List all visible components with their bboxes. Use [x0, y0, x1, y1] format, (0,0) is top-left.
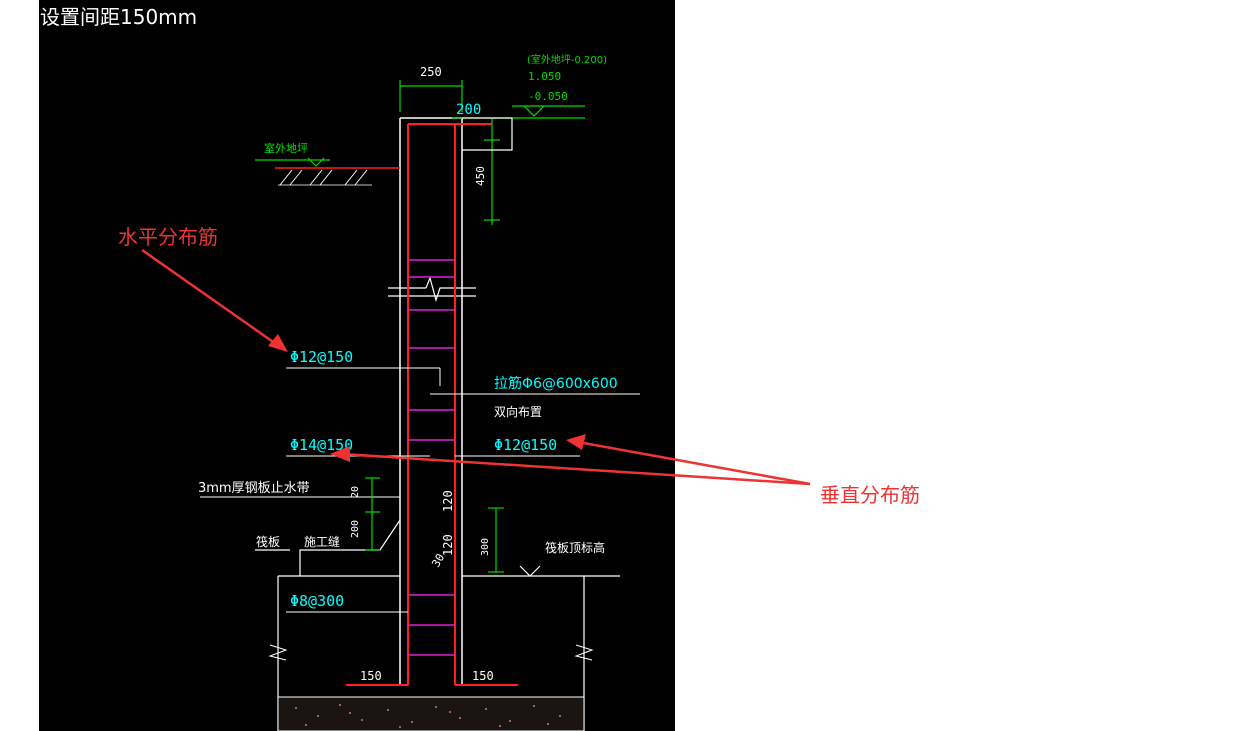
dim-small-200: 200 [350, 520, 361, 538]
dim-v: 30 [429, 552, 447, 570]
dim-top-width: 250 [420, 65, 442, 79]
label-left-vertical: Φ14@150 [290, 436, 353, 454]
concrete-speckle [295, 704, 561, 728]
concrete-base [277, 696, 585, 731]
header-text: 设置间距150mm [40, 5, 197, 29]
elev-outdoor-note: (室外地坪-0.200) [527, 53, 607, 66]
stirrups [408, 259, 455, 656]
label-right-tie-note: 双向布置 [494, 404, 542, 419]
dim-small-20: 20 [350, 486, 361, 498]
label-construction-joint: 施工缝 [304, 534, 340, 549]
label-raft: 筏板 [256, 535, 280, 549]
dim-mid-300: 300 [480, 538, 491, 556]
label-right-tie: 拉筋Φ6@600x600 [494, 375, 618, 392]
label-bottom-rebar: Φ8@300 [290, 592, 344, 610]
vertical-rebars [346, 123, 518, 686]
elev-2: -0.050 [528, 90, 568, 103]
leader-lines [200, 367, 640, 613]
outdoor-ground-label: 室外地坪 [264, 141, 308, 155]
elev-1: 1.050 [528, 70, 561, 83]
side-breaks [268, 644, 594, 661]
label-raft-top: 筏板顶标高 [545, 540, 605, 555]
annotation-horizontal-bars: 水平分布筋 [118, 225, 218, 249]
top-step [462, 117, 513, 151]
annotation-arrows [141, 248, 811, 486]
wall-outline [399, 117, 463, 685]
label-waterstop: 3mm厚钢板止水带 [198, 481, 310, 496]
dim-120-b: 120 [441, 534, 455, 556]
cad-canvas [39, 0, 675, 731]
dim-120-a: 120 [441, 490, 455, 512]
waterstop-dims [365, 477, 504, 573]
label-left-horizontal: Φ12@150 [290, 348, 353, 366]
dim-bottom-right: 150 [472, 669, 494, 683]
annotation-vertical-bars: 垂直分布筋 [820, 483, 920, 507]
dim-top-height: 450 [474, 166, 487, 186]
dim-bottom-left: 150 [360, 669, 382, 683]
label-right-vertical: Φ12@150 [494, 436, 557, 454]
dim-top-small: 200 [456, 102, 481, 118]
outdoor-ground [255, 157, 400, 186]
